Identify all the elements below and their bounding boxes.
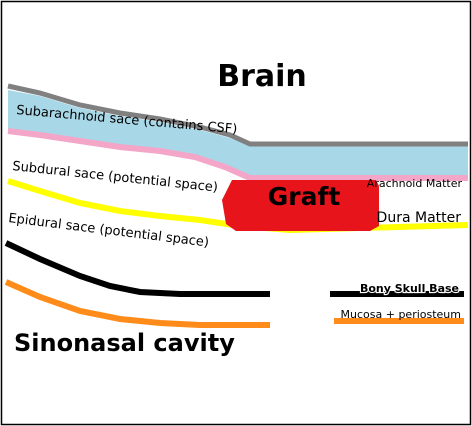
dura-matter-label: Dura Matter (377, 210, 462, 226)
graft-patch (222, 180, 379, 231)
mucosa-periosteum-left (4, 279, 270, 328)
brain-label: Brain (217, 59, 307, 94)
bony-skull-base-label: Bony Skull Base (360, 282, 459, 295)
graft-label: Graft (268, 182, 341, 211)
bony-skull-base-left (4, 240, 270, 297)
subarachnoid-space-band (8, 90, 468, 176)
arachnoid-matter-line (7, 128, 468, 181)
arachnoid-matter-label: Arachnoid Matter (367, 177, 463, 190)
brain-surface-line (7, 83, 468, 147)
mucosa-periosteum-label: Mucosa + periosteum (341, 308, 461, 321)
sinonasal-cavity-label: Sinonasal cavity (14, 329, 235, 357)
